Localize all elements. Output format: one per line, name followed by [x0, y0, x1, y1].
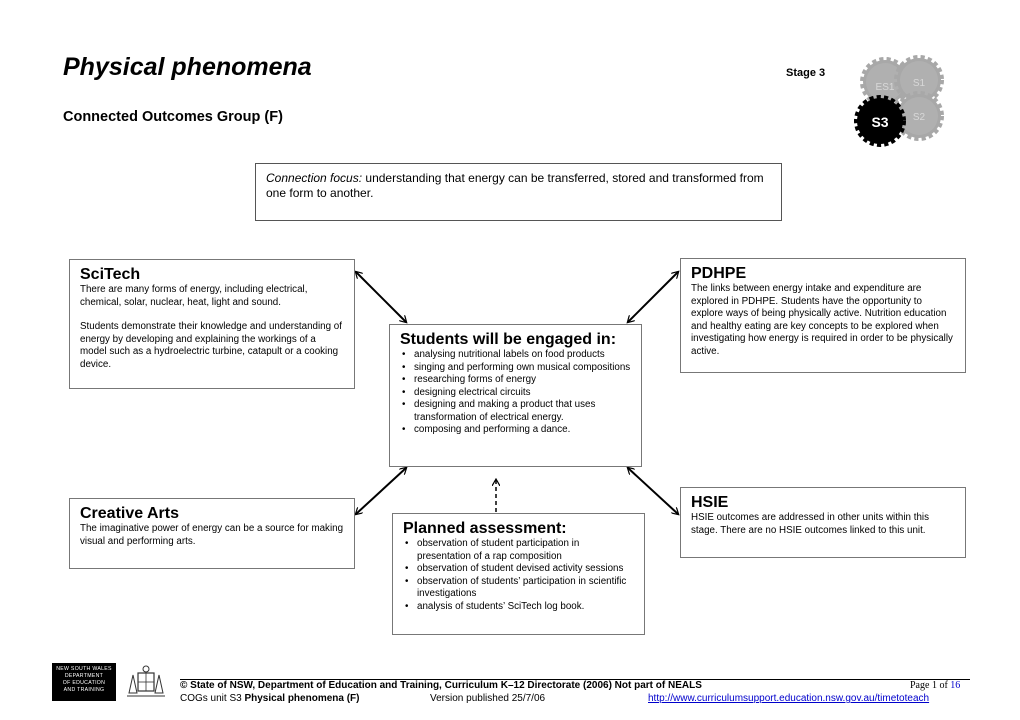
gear-s2-icon: S2	[894, 91, 944, 141]
gear-s2-label: S2	[913, 112, 926, 123]
list-item: designing electrical circuits	[400, 387, 631, 400]
page-label: Page	[910, 680, 932, 691]
list-item: analysing nutritional labels on food pro…	[400, 349, 631, 362]
gear-s1-icon: S1	[894, 55, 944, 105]
footer-version: Version published 25/7/06	[430, 693, 546, 704]
connection-focus-label: Connection focus:	[266, 171, 363, 185]
connection-focus-text: Connection focus: understanding that ene…	[266, 171, 771, 201]
hsie-text: HSIE outcomes are addressed in other uni…	[691, 512, 929, 536]
stage-gears-icon: ES1 S1 S2 S3	[854, 55, 944, 147]
page-subtitle: Connected Outcomes Group (F)	[63, 109, 283, 125]
list-item: observation of student devised activity …	[403, 563, 634, 576]
scitech-para1: There are many forms of energy, includin…	[80, 284, 308, 308]
department-logo: NEW SOUTH WALES DEPARTMENT OF EDUCATION …	[52, 663, 116, 701]
logo-line: OF EDUCATION	[62, 680, 106, 686]
pdhpe-text: The links between energy intake and expe…	[691, 283, 953, 357]
arrow-hsie	[628, 468, 678, 514]
arrow-pdhpe	[628, 272, 678, 322]
footer-unit: COGs unit S3 Physical phenomena (F)	[180, 693, 360, 704]
page-total: 16	[950, 680, 961, 691]
gear-s3-label: S3	[871, 114, 888, 130]
footer-website-link[interactable]: http://www.curriculumsupport.education.n…	[648, 693, 930, 704]
page-title: Physical phenomena	[63, 53, 312, 81]
connection-focus-box: Connection focus: understanding that ene…	[255, 163, 782, 221]
pdhpe-box: PDHPE The links between energy intake an…	[680, 258, 966, 373]
arrow-scitech	[356, 272, 406, 322]
creative-arts-text: The imaginative power of energy can be a…	[80, 523, 344, 547]
planned-assessment-box: Planned assessment: observation of stude…	[392, 513, 645, 635]
hsie-box: HSIE HSIE outcomes are addressed in othe…	[680, 487, 966, 558]
stage-label: Stage 3	[786, 67, 826, 79]
scitech-heading: SciTech	[80, 266, 141, 283]
connection-focus-body: understanding that energy can be transfe…	[266, 171, 764, 200]
page-of: of	[936, 680, 951, 691]
scitech-para2: Students demonstrate their knowledge and…	[80, 321, 342, 370]
list-item: analysis of students’ SciTech log book.	[403, 601, 634, 614]
footer-divider	[180, 679, 970, 680]
logo-line: DEPARTMENT	[64, 673, 104, 679]
gear-s1-label: S1	[913, 78, 926, 89]
logo-line: NEW SOUTH WALES	[56, 666, 112, 672]
creative-arts-box: Creative Arts The imaginative power of e…	[69, 498, 355, 569]
scitech-box: SciTech There are many forms of energy, …	[69, 259, 355, 389]
unit-prefix: COGs unit S3	[180, 693, 245, 704]
list-item: observation of students’ participation i…	[403, 576, 634, 601]
page-current: 1	[931, 680, 937, 691]
engaged-heading: Students will be engaged in:	[400, 331, 617, 348]
engaged-list: analysing nutritional labels on food pro…	[400, 349, 631, 437]
logo-line: AND TRAINING	[63, 687, 105, 693]
unit-name: Physical phenomena (F)	[244, 693, 360, 704]
planned-assessment-heading: Planned assessment:	[403, 520, 567, 537]
planned-assessment-list: observation of student participation in …	[403, 538, 634, 613]
engaged-box: Students will be engaged in: analysing n…	[389, 324, 642, 467]
arrow-creative	[356, 468, 406, 514]
pdhpe-heading: PDHPE	[691, 265, 747, 282]
list-item: designing and making a product that uses…	[400, 399, 631, 424]
creative-arts-heading: Creative Arts	[80, 505, 180, 522]
list-item: researching forms of energy	[400, 374, 631, 387]
gear-s3-icon: S3	[854, 95, 906, 147]
list-item: singing and performing own musical compo…	[400, 362, 631, 375]
list-item: composing and performing a dance.	[400, 424, 631, 437]
gear-es1-label: ES1	[876, 82, 895, 93]
footer-page-number: Page 1 of 16	[910, 680, 960, 691]
list-item: observation of student participation in …	[403, 538, 634, 563]
hsie-heading: HSIE	[691, 494, 729, 511]
coat-of-arms-icon	[121, 663, 171, 701]
footer-copyright: © State of NSW, Department of Education …	[180, 680, 702, 691]
